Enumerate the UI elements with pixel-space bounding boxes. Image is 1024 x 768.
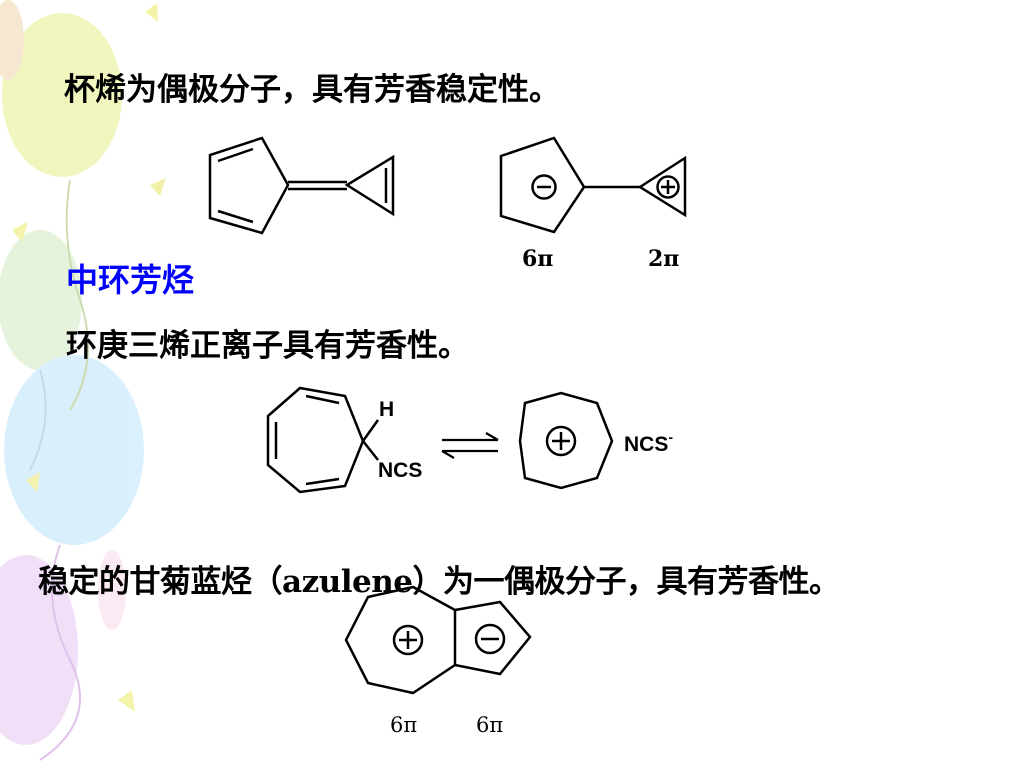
plus-charge-circle xyxy=(656,175,680,199)
thiocyanate-anion-label: NCS- xyxy=(624,429,673,457)
minus-charge-circle xyxy=(474,623,506,655)
azulene-structure xyxy=(344,585,532,695)
plus-charge-circle xyxy=(545,425,577,457)
thiocyanate-anion-text: NCS xyxy=(624,433,669,456)
plus-charge-circle xyxy=(392,624,424,656)
calicene-dipolar-structure xyxy=(499,136,687,234)
equilibrium-arrows xyxy=(441,432,499,459)
azulene-statement: 稳定的甘菊蓝烃（azulene）为一偶极分子，具有芳香性。 xyxy=(38,556,840,601)
cycloheptatriene-structure xyxy=(266,386,380,494)
azulene-statement-prefix: 稳定的甘菊蓝烃（ xyxy=(38,564,283,600)
calicene-statement: 杯烯为偶极分子，具有芳香稳定性。 xyxy=(64,72,560,108)
minus-charge-circle xyxy=(531,174,557,200)
ncs-substituent-label: NCS xyxy=(378,459,423,482)
tropylium-structure xyxy=(518,391,614,490)
azulene-statement-suffix: ）为一偶极分子，具有芳香性。 xyxy=(412,564,841,600)
thiocyanate-anion-charge: - xyxy=(668,429,674,445)
azulene-ring7-electron-label: 6π xyxy=(390,713,418,737)
calicene-neutral-structure xyxy=(208,136,395,235)
tropylium-statement: 环庚三烯正离子具有芳香性。 xyxy=(66,328,469,364)
hydrogen-label: H xyxy=(379,398,395,421)
section-heading: 中环芳烃 xyxy=(66,261,195,299)
calicene-ring5-electron-label: 6π xyxy=(522,246,554,272)
azulene-statement-latin: azulene xyxy=(282,564,413,600)
calicene-ring3-electron-label: 2π xyxy=(648,246,680,272)
azulene-ring5-electron-label: 6π xyxy=(476,713,504,737)
